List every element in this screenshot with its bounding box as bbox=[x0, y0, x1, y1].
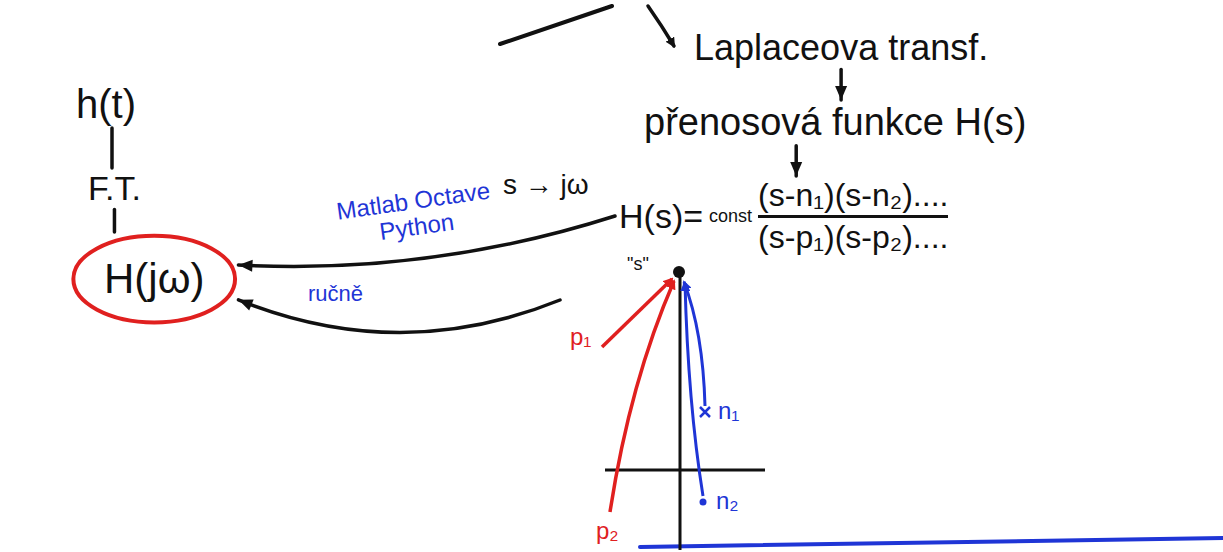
arrow-head bbox=[835, 86, 847, 100]
branch-stroke bbox=[500, 6, 612, 44]
signal-label: h(t) bbox=[72, 80, 140, 128]
pole-vector bbox=[610, 281, 674, 512]
node-text: h(t) bbox=[76, 82, 136, 126]
zero-marker bbox=[700, 499, 707, 506]
method-label: Laplaceova transf. bbox=[690, 26, 992, 70]
transfer-function-label: přenosová funkce H(s) bbox=[640, 100, 1030, 146]
arrow-head bbox=[238, 260, 252, 272]
complex-plane bbox=[560, 262, 800, 550]
connector-line bbox=[238, 300, 560, 333]
arrow-head bbox=[238, 299, 253, 310]
zero-vector bbox=[685, 283, 703, 496]
root-label: n₁ bbox=[718, 398, 739, 424]
fraction: (s-n₁)(s-n₂).... (s-p₁)(s-p₂).... bbox=[758, 178, 948, 255]
node-text: přenosová funkce H(s) bbox=[644, 102, 1026, 144]
frequency-point bbox=[673, 266, 685, 278]
edge-label: s → jω bbox=[500, 170, 592, 201]
formula-row: H(s)= const (s-n₁)(s-n₂).... (s-p₁)(s-p₂)..… bbox=[619, 178, 948, 255]
pole-zero-plot: p₁ p₂ n₁ n₂ bbox=[560, 262, 800, 550]
root-label: p₁ bbox=[570, 324, 591, 350]
connector bbox=[790, 146, 802, 176]
branch-arrow bbox=[648, 6, 674, 46]
imaginary-axis bbox=[679, 272, 682, 550]
denominator: (s-p₁)(s-p₂).... bbox=[758, 220, 948, 255]
zero-marker bbox=[700, 407, 710, 417]
pole-zero-formula: H(s)= const (s-n₁)(s-n₂).... (s-p₁)(s-p₂)..… bbox=[615, 176, 952, 277]
root-label: p₂ bbox=[596, 518, 619, 544]
circled-result: H(jω) bbox=[70, 232, 238, 326]
connector-line bbox=[113, 209, 117, 232]
node-text: F.T. bbox=[88, 170, 141, 207]
connector bbox=[114, 209, 115, 232]
underline-stroke bbox=[640, 538, 1223, 547]
tool-note: Matlab Octave Python bbox=[323, 176, 507, 253]
connector bbox=[835, 70, 847, 100]
variable-note: "s" bbox=[619, 255, 649, 275]
root-label: n₂ bbox=[716, 488, 739, 514]
result-text: H(jω) bbox=[104, 256, 204, 302]
connector bbox=[238, 299, 560, 332]
connector bbox=[112, 128, 113, 168]
numerator: (s-n₁)(s-n₂).... bbox=[758, 178, 948, 213]
connector-line bbox=[110, 128, 114, 168]
arrow-head bbox=[790, 162, 802, 176]
fraction-bar bbox=[758, 215, 948, 218]
edge-label: ručně bbox=[305, 282, 366, 306]
node-text: Laplaceova transf. bbox=[694, 28, 988, 68]
constant-factor: const bbox=[709, 207, 752, 227]
transform-label: F.T. bbox=[84, 168, 145, 209]
real-axis bbox=[605, 469, 765, 472]
red-ellipse bbox=[73, 236, 235, 323]
formula-lhs: H(s)= bbox=[619, 198, 703, 235]
